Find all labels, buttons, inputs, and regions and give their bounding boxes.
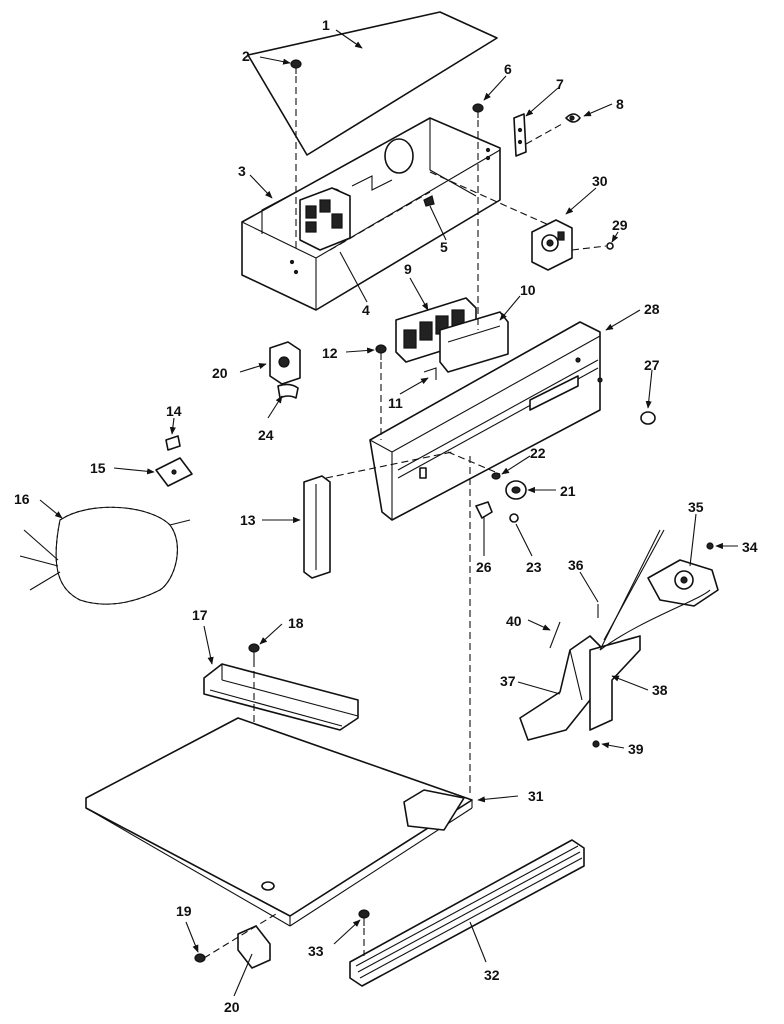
label-19: 19: [176, 903, 192, 919]
part-20-bracket-lower: [237, 925, 271, 969]
label-21: 21: [560, 483, 576, 499]
part-35-latch-motor: [647, 559, 719, 607]
part-4-terminal-block: [299, 187, 351, 251]
part-1-top-cover: [247, 11, 498, 156]
label-37: 37: [500, 673, 516, 689]
label-26: 26: [476, 559, 492, 575]
label-6: 6: [504, 61, 512, 77]
label-15: 15: [90, 460, 106, 476]
label-9: 9: [404, 261, 412, 277]
label-39: 39: [628, 741, 644, 757]
part-10-switch-bracket: [439, 311, 509, 373]
label-38: 38: [652, 682, 668, 698]
part-20-switch-upper: [269, 341, 301, 385]
part-28-control-panel: [369, 321, 603, 521]
part-29-screw: [606, 242, 614, 250]
label-13: 13: [240, 512, 256, 528]
label-27: 27: [644, 357, 660, 373]
label-33: 33: [308, 943, 324, 959]
part-34-screw: [706, 542, 714, 550]
label-36: 36: [568, 557, 584, 573]
part-17-rear-channel: [203, 663, 359, 731]
label-17: 17: [192, 607, 208, 623]
part-16-power-cord: [19, 506, 191, 605]
label-1: 1: [322, 17, 330, 33]
part-31-bottom-panel: [85, 717, 473, 927]
part-33-screw: [358, 909, 370, 926]
label-20-upper: 20: [212, 365, 228, 381]
leader-lines: [39, 29, 738, 997]
label-3: 3: [238, 163, 246, 179]
part-18-screw: [248, 643, 260, 660]
label-2: 2: [242, 48, 250, 64]
part-14-nut: [165, 435, 181, 451]
label-10: 10: [520, 282, 536, 298]
label-32: 32: [484, 967, 500, 983]
part-22-screw: [491, 472, 501, 480]
part-23-knob: [509, 513, 519, 523]
label-16: 16: [14, 491, 30, 507]
part-13-trim-strip: [303, 475, 331, 579]
part-19-screw: [194, 953, 206, 963]
part-38-latch-plate: [589, 589, 711, 731]
part-7-bracket: [513, 113, 527, 157]
part-2-screw: [290, 59, 302, 74]
label-31: 31: [528, 788, 544, 804]
label-8: 8: [616, 96, 624, 112]
part-30-timer-module: [531, 219, 573, 271]
part-27-knob: [640, 411, 656, 425]
label-11: 11: [388, 395, 403, 411]
part-39-screw: [592, 740, 600, 748]
label-35: 35: [688, 499, 704, 515]
part-37-latch-bracket: [519, 635, 601, 741]
label-5: 5: [440, 239, 448, 255]
part-labels: 1 2 3 4 5 6 7 8 9 10 11 12 13 14 15 16 1…: [14, 17, 758, 1015]
part-24-clip: [277, 383, 299, 399]
label-23: 23: [526, 559, 542, 575]
part-3-control-housing: [241, 117, 561, 311]
part-8-fastener: [565, 113, 581, 123]
part-12-screw: [375, 344, 387, 360]
label-4: 4: [362, 302, 370, 318]
part-5-clip: [423, 195, 435, 207]
label-18: 18: [288, 615, 304, 631]
label-28: 28: [644, 301, 660, 317]
part-21-knob-disk: [505, 480, 527, 500]
label-24: 24: [258, 427, 274, 443]
part-40-rod: [549, 621, 561, 649]
label-7: 7: [556, 76, 564, 92]
alignment-lines: [203, 76, 607, 959]
part-15-plate: [155, 457, 193, 487]
part-26-clip: [475, 501, 493, 519]
label-40: 40: [506, 613, 522, 629]
part-11-clip: [423, 367, 437, 380]
label-29: 29: [612, 217, 628, 233]
part-6-screw: [472, 103, 484, 118]
label-22: 22: [530, 445, 546, 461]
label-34: 34: [742, 539, 758, 555]
label-30: 30: [592, 173, 608, 189]
label-12: 12: [322, 345, 338, 361]
label-20-lower: 20: [224, 999, 240, 1015]
part-32-rail: [349, 839, 585, 987]
label-14: 14: [166, 403, 182, 419]
